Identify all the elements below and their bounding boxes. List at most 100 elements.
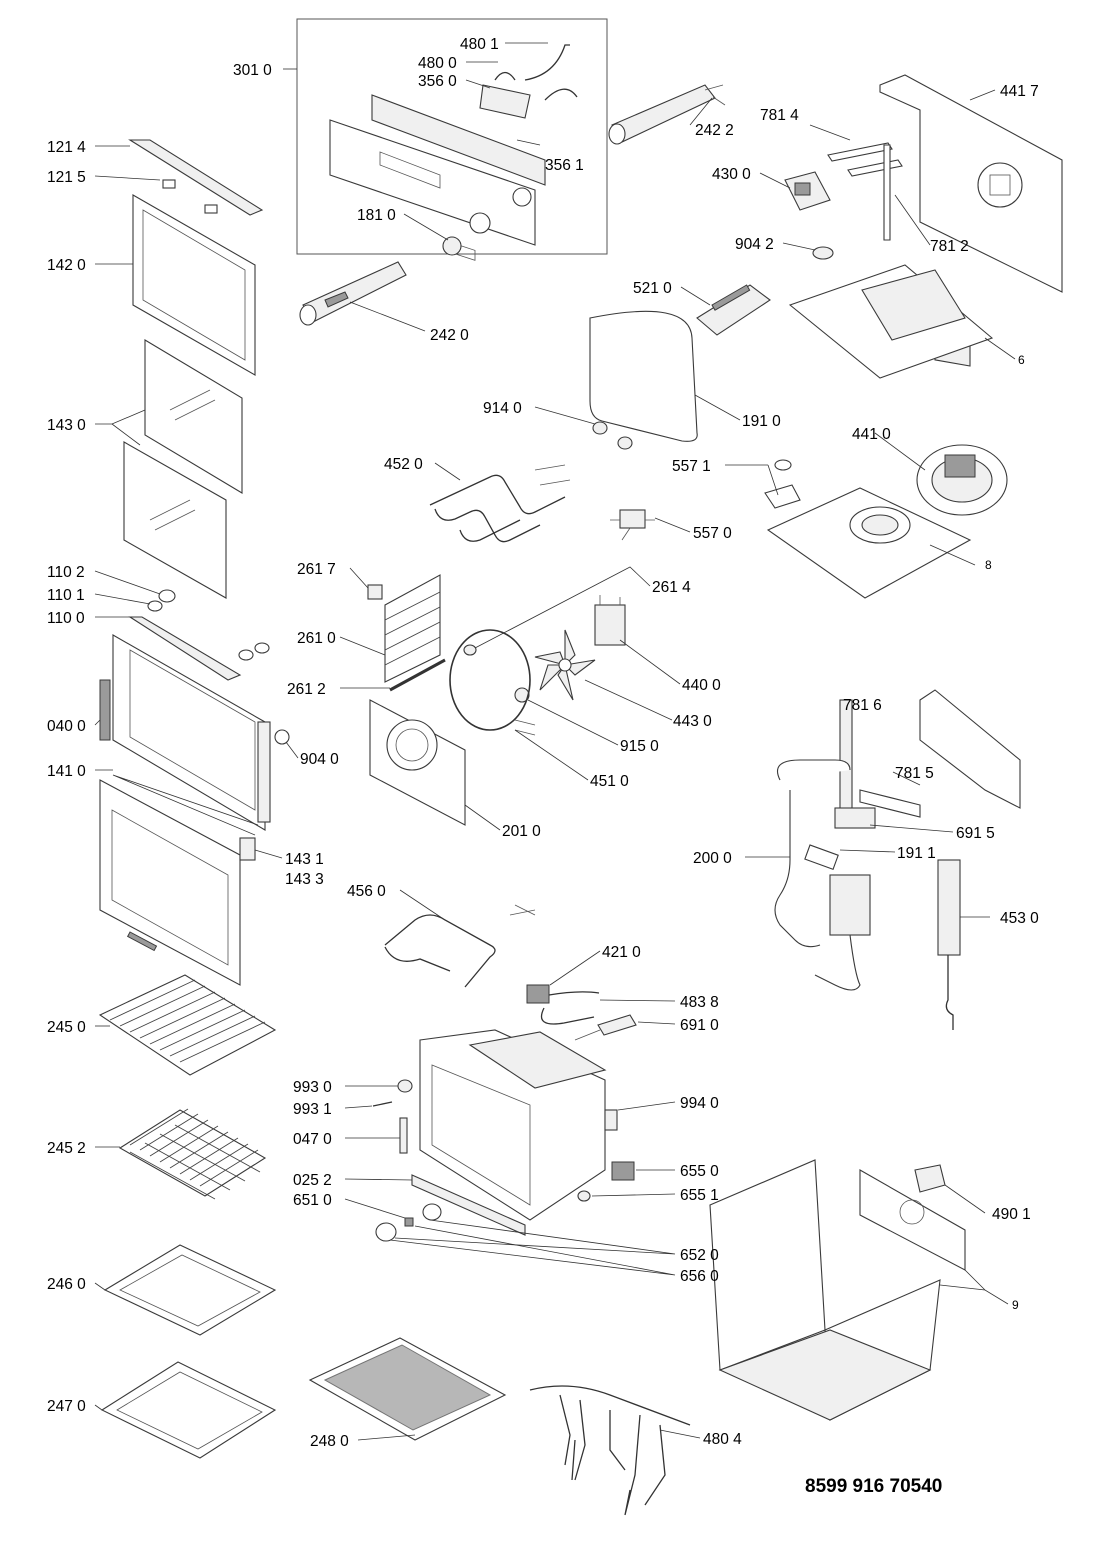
- bottom-plate-8: [766, 487, 972, 599]
- door-hinge-110: [128, 589, 270, 681]
- bracket-781: [919, 689, 1021, 809]
- cover-plate-6: [788, 246, 994, 379]
- callout-4530: 453 0: [1000, 910, 1039, 927]
- callout-4300: 430 0: [712, 166, 751, 183]
- callout-6550: 655 0: [680, 1163, 719, 1180]
- callout-1410: 141 0: [47, 763, 86, 780]
- callout-8: 8: [985, 558, 992, 572]
- callout-4510: 451 0: [590, 773, 629, 790]
- small-parts-993: [372, 1079, 526, 1236]
- callout-5571: 557 1: [672, 458, 711, 475]
- callout-1430: 143 0: [47, 417, 86, 434]
- callout-7816: 781 6: [843, 697, 882, 714]
- pipes-781: [827, 142, 903, 241]
- wire-rack-245-0: [98, 974, 277, 1076]
- callout-labels: 301 0 480 1 480 0 356 0 356 1 181 0 242 …: [47, 36, 1039, 1450]
- wiring-harness-480: [529, 1385, 691, 1516]
- callout-2450: 245 0: [47, 1019, 86, 1036]
- callout-4520: 452 0: [384, 456, 423, 473]
- base-frame-9: [709, 1159, 966, 1421]
- callout-1101: 110 1: [47, 587, 85, 604]
- inner-glass-142: [132, 194, 256, 376]
- callout-3560: 356 0: [418, 73, 457, 90]
- callout-0470: 047 0: [293, 1131, 332, 1148]
- callout-9: 9: [1012, 1298, 1019, 1312]
- door-trim-121: [128, 139, 264, 216]
- leader-lines: [94, 42, 1016, 1441]
- callout-1214: 121 4: [47, 139, 86, 156]
- callout-2470: 247 0: [47, 1398, 86, 1415]
- door-frame-141: [99, 634, 290, 831]
- oven-seal-191: [589, 310, 698, 442]
- callout-1102: 110 2: [47, 564, 85, 581]
- callout-4430: 443 0: [673, 713, 712, 730]
- callout-9140: 914 0: [483, 400, 522, 417]
- callout-1420: 142 0: [47, 257, 86, 274]
- tray-247: [100, 1361, 277, 1459]
- nut-914: [592, 421, 633, 450]
- oven-cavity-994: [419, 1029, 618, 1221]
- module-430: [784, 171, 831, 211]
- callout-0252: 025 2: [293, 1172, 332, 1189]
- callout-6915: 691 5: [956, 825, 995, 842]
- callout-2422: 242 2: [695, 122, 734, 139]
- callout-1911: 191 1: [897, 845, 936, 862]
- wire-rack-245-2: [118, 1108, 267, 1200]
- control-panel-assembly: [296, 18, 608, 261]
- ring-heater-451: [449, 629, 536, 736]
- callout-2000: 200 0: [693, 850, 732, 867]
- callout-4804: 480 4: [703, 1431, 742, 1448]
- capacitor-421: [526, 984, 600, 1025]
- callout-5210: 521 0: [633, 280, 672, 297]
- valve-453: [937, 859, 961, 1030]
- grill-heater-452: [429, 464, 571, 543]
- callout-6: 6: [1018, 353, 1025, 367]
- callout-4560: 456 0: [347, 883, 386, 900]
- tube-242-2: [608, 84, 726, 145]
- cooling-fan-441: [916, 444, 1008, 516]
- callout-9940: 994 0: [680, 1095, 719, 1112]
- sensor-691: [574, 1014, 637, 1041]
- callout-2612: 261 2: [287, 681, 326, 698]
- callout-7814: 781 4: [760, 107, 799, 124]
- callout-1910: 191 0: [742, 413, 781, 430]
- grill-tray-248: [308, 1337, 507, 1441]
- callout-2480: 248 0: [310, 1433, 349, 1450]
- callout-4410: 441 0: [852, 426, 891, 443]
- callout-3561: 356 1: [545, 157, 584, 174]
- callout-2460: 246 0: [47, 1276, 86, 1293]
- callout-4417: 441 7: [1000, 83, 1039, 100]
- callout-9040: 904 0: [300, 751, 339, 768]
- outer-door: [99, 779, 256, 986]
- callout-7815: 781 5: [895, 765, 934, 782]
- callout-1215: 121 5: [47, 169, 86, 186]
- fan-motor-440: [594, 595, 626, 646]
- callout-4901: 490 1: [992, 1206, 1031, 1223]
- callout-4800: 480 0: [418, 55, 457, 72]
- callout-2452: 245 2: [47, 1140, 86, 1157]
- document-number: 8599 916 70540: [805, 1476, 942, 1497]
- callout-4210: 421 0: [602, 944, 641, 961]
- side-rack-261: [367, 574, 477, 692]
- callout-0400: 040 0: [47, 718, 86, 735]
- callout-4838: 483 8: [680, 994, 719, 1011]
- callout-7812: 781 2: [930, 238, 969, 255]
- callout-1810: 181 0: [357, 207, 396, 224]
- control-board-521: [696, 284, 771, 336]
- glass-panels-143: [123, 339, 243, 599]
- callout-4801: 480 1: [460, 36, 499, 53]
- callout-4400: 440 0: [682, 677, 721, 694]
- callout-6910: 691 0: [680, 1017, 719, 1034]
- bottom-heater-456: [384, 904, 536, 988]
- callout-5570: 557 0: [693, 525, 732, 542]
- callout-6520: 652 0: [680, 1247, 719, 1264]
- callout-2010: 201 0: [502, 823, 541, 840]
- callout-9931: 993 1: [293, 1101, 332, 1118]
- tube-242-0: [299, 261, 407, 326]
- callout-3010: 301 0: [233, 62, 272, 79]
- callout-6560: 656 0: [680, 1268, 719, 1285]
- callout-9150: 915 0: [620, 738, 659, 755]
- callout-1431: 143 1: [285, 851, 324, 868]
- callout-6551: 655 1: [680, 1187, 719, 1204]
